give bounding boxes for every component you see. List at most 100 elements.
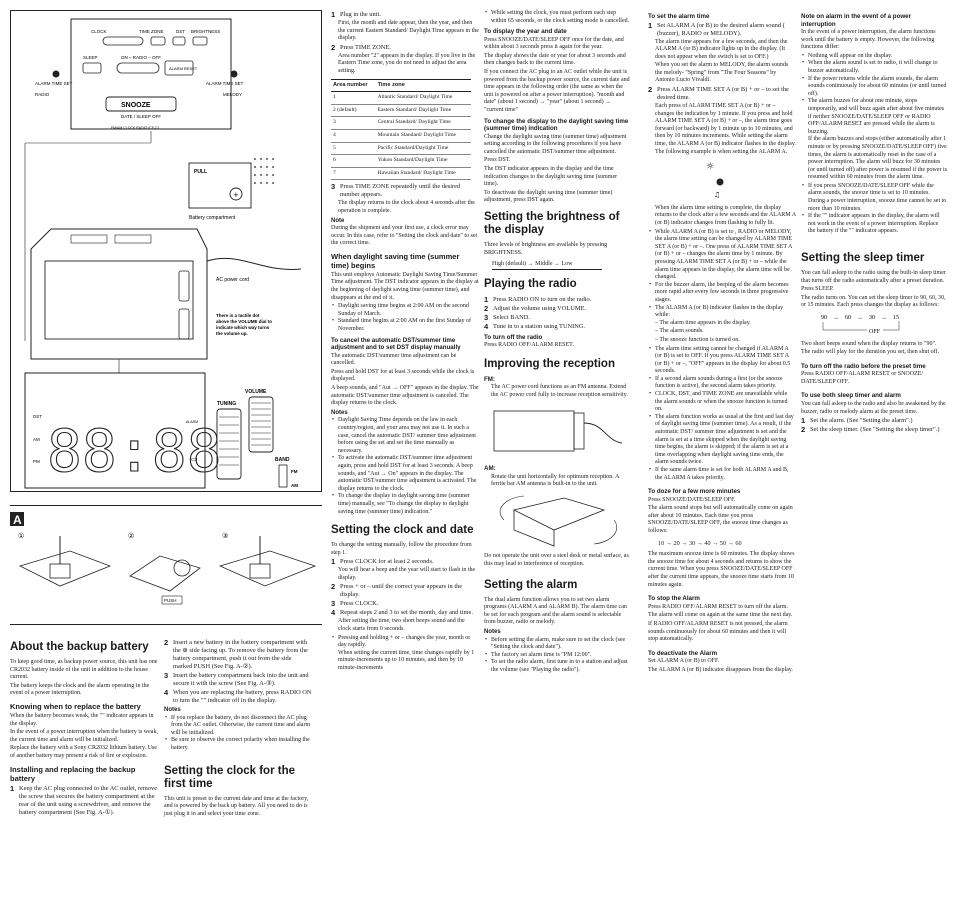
brightness-button[interactable] xyxy=(192,36,208,46)
label-ac-power-cord: AC power cord xyxy=(216,277,249,283)
label-clock: CLOCK xyxy=(91,29,107,34)
heading-year-date: To display the year and date xyxy=(484,28,567,36)
list-item: If you replace the battery, do not disco… xyxy=(164,715,312,738)
heading-dst: When daylight saving time (summer time) … xyxy=(331,251,460,270)
am-antenna-illustration xyxy=(499,495,618,547)
list-item: To change the display to daylight saving… xyxy=(331,493,479,516)
alarm-reset-button[interactable] xyxy=(164,60,194,76)
text: The ALARM A (or B) indicator disappears … xyxy=(648,666,793,673)
list-item: Pressing and holding + or – changes the … xyxy=(331,635,479,650)
heading-sleep-and-alarm: To use both sleep timer and alarm xyxy=(801,392,901,400)
text: Change the daylight saving time (summer … xyxy=(484,133,627,155)
text: Press DST. xyxy=(484,157,511,164)
heading-stop-alarm: To stop the Alarm xyxy=(648,595,700,603)
text: You will hear a beep and the year will s… xyxy=(338,567,476,581)
text: The radio turns on. You can set the slee… xyxy=(801,294,946,309)
text: Replace the battery with a Sony CR2032 l… xyxy=(10,745,157,759)
text: Do not operate the unit over a steel des… xyxy=(484,553,629,567)
list-item: If the "" indicator appears in the displ… xyxy=(801,213,947,236)
fm-antenna-illustration xyxy=(493,410,623,451)
fig-battery-tray xyxy=(129,555,201,592)
list-item: If you press SNOOZE/DATE/SLEEP OFF while… xyxy=(801,183,947,213)
text: When the alarm time setting is complete,… xyxy=(655,204,796,226)
alarm-indicator: ALARM xyxy=(186,420,198,424)
text: If you connect the AC plug to an AC outl… xyxy=(484,69,630,114)
list-item: The factory set alarm time is "PM 12:00"… xyxy=(484,652,632,660)
heading-deactivate-alarm: To deactivate the Alarm xyxy=(648,649,718,657)
label-date-sleep-off: DATE / SLEEP OFF xyxy=(121,114,161,119)
label-am: AM xyxy=(291,483,298,488)
list-item: When the alarm sound is set to radio, it… xyxy=(801,60,947,75)
list-item: Standard time begins at 2:00 AM on the f… xyxy=(331,318,479,333)
text: To change the setting manually, follow t… xyxy=(331,542,472,556)
svg-text:→: → xyxy=(857,315,863,321)
column-6: Note on alarm in the event of a power in… xyxy=(801,10,947,435)
tuning-dial[interactable] xyxy=(178,308,190,340)
sleep-step-15: 15 xyxy=(893,315,899,321)
alarm-indicator-example: ☼ ♫ xyxy=(706,162,724,199)
radio-on-off-switch[interactable] xyxy=(116,62,160,74)
sleep-button[interactable] xyxy=(82,62,102,74)
snooze-sequence: 10 → 20 → 30 → 40 → 50 → 60 xyxy=(658,539,742,547)
list-item: If the same alarm time is set for both A… xyxy=(648,467,796,482)
text: You can fall asleep to the radio and als… xyxy=(801,400,946,415)
fig-step-2: ② xyxy=(128,532,134,540)
text: – The alarm time appears in the display. xyxy=(655,319,751,326)
list-item: For the buzzer alarm, the beeping of the… xyxy=(648,282,796,305)
heading-sleep-timer: Setting the sleep timer xyxy=(801,252,925,265)
text: In the event of a power interruption, th… xyxy=(801,29,936,51)
notes-heading: Notes xyxy=(164,707,181,713)
svg-text:→: → xyxy=(833,315,839,321)
text: Press SNOOZE/DATE/SLEEP OFF. xyxy=(648,496,736,503)
text: The alarm sound stops but will automatic… xyxy=(648,505,793,535)
ac-power-cord xyxy=(206,257,302,270)
sleep-sequence-diagram: 90 → 60 → 30 → 15 OFF xyxy=(821,315,900,335)
text: Three levels of brightness are available… xyxy=(484,241,608,256)
dst-button[interactable] xyxy=(172,36,186,46)
heading-brightness: Setting the brightness of the display xyxy=(484,210,620,236)
label-brightness: BRIGHTNESS xyxy=(191,29,220,34)
notes-heading: Notes xyxy=(331,409,348,416)
label-snooze: SNOOZE xyxy=(121,102,151,109)
heading-radio: Playing the radio xyxy=(484,277,577,290)
text: The DST indicator appears in the display… xyxy=(484,166,618,188)
volume-dial[interactable] xyxy=(178,270,190,302)
band-switch[interactable] xyxy=(278,464,288,488)
time-zone-button[interactable] xyxy=(150,36,166,46)
heading-clock-date: Setting the clock and date xyxy=(331,524,474,537)
label-push: PUSH xyxy=(164,598,177,603)
text: To keep good time, as backup power sourc… xyxy=(10,659,158,681)
list-item: To activate the automatic DST/summer tim… xyxy=(331,455,479,493)
pm-indicator: PM xyxy=(33,459,40,464)
tuning-wheel[interactable] xyxy=(216,408,242,480)
text: The display returns to the clock about 4… xyxy=(338,200,475,214)
text: When the battery becomes weak, the "" in… xyxy=(10,712,154,727)
clock-button[interactable] xyxy=(102,36,144,46)
heading-first-time: Setting the clock for the first time xyxy=(164,764,295,790)
text: Two short beeps sound when the display r… xyxy=(801,340,937,347)
list-item: The ALARM A (or B) indicator flashes in … xyxy=(648,305,796,320)
volume-wheel[interactable] xyxy=(248,396,274,453)
heading-cancel-dst: To cancel the automatic DST/summer time … xyxy=(331,336,461,352)
text: Each press of ALARM TIME SET A (or B) + … xyxy=(655,103,796,155)
snooze-button[interactable] xyxy=(105,96,177,112)
fig-unit-rear-1 xyxy=(18,550,112,587)
text: The automatic DST/summer time adjustment… xyxy=(331,352,457,367)
heading-turn-off-radio: To turn off the radio xyxy=(484,333,543,341)
heading-set-alarm-time: To set the alarm time xyxy=(648,13,710,20)
product-illustration: CLOCK TIME ZONE DST BRIGHTNESS SLEEP ON … xyxy=(10,10,322,492)
text: Press SLEEP. xyxy=(801,286,834,293)
text: Press RADIO OFF/ALARM RESET. xyxy=(484,342,574,349)
